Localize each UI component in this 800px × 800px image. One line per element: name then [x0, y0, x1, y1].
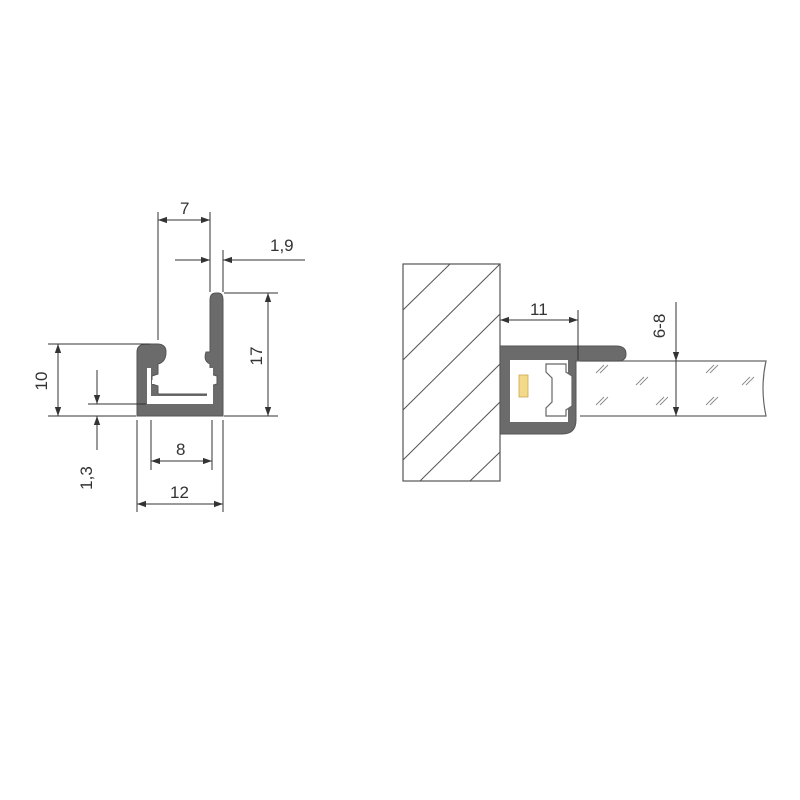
- groove-left: [152, 380, 158, 384]
- mounted-profile: [499, 345, 627, 435]
- dim-label-11: 11: [530, 300, 548, 319]
- dim-label-1-9: 1,9: [270, 236, 294, 255]
- dim-wall-thickness: 1,9: [175, 236, 305, 292]
- glass-panel: [580, 360, 767, 417]
- dim-label-8: 8: [176, 440, 185, 459]
- dim-label-10: 10: [32, 372, 51, 391]
- dim-mount-depth: 11: [500, 300, 579, 360]
- dim-width-top: 7: [157, 199, 211, 340]
- dim-height-inner: 10: [32, 343, 150, 417]
- dim-outer-width: 12: [136, 420, 224, 512]
- wall-section: [402, 263, 501, 482]
- led-chip: [518, 374, 529, 398]
- dim-glass-thickness: 6-8: [650, 302, 680, 416]
- dim-label-6-8: 6-8: [650, 314, 669, 339]
- dim-label-12: 12: [170, 483, 189, 502]
- channel-cavity: [147, 368, 213, 404]
- dim-base-thickness: 1,3: [77, 370, 146, 490]
- dim-label-17: 17: [247, 347, 266, 366]
- lens-insert: [545, 363, 573, 417]
- dim-label-1-3: 1,3: [77, 466, 96, 490]
- wall-hatching: [403, 264, 500, 481]
- glass-hatching: [595, 364, 755, 406]
- glass: [580, 360, 767, 417]
- dim-label-7: 7: [180, 199, 189, 218]
- dim-height-total: 17: [224, 292, 278, 417]
- groove-right: [205, 380, 211, 384]
- dim-inner-width: 8: [150, 420, 213, 470]
- profile-cross-section: [136, 292, 224, 417]
- wall: [402, 263, 501, 482]
